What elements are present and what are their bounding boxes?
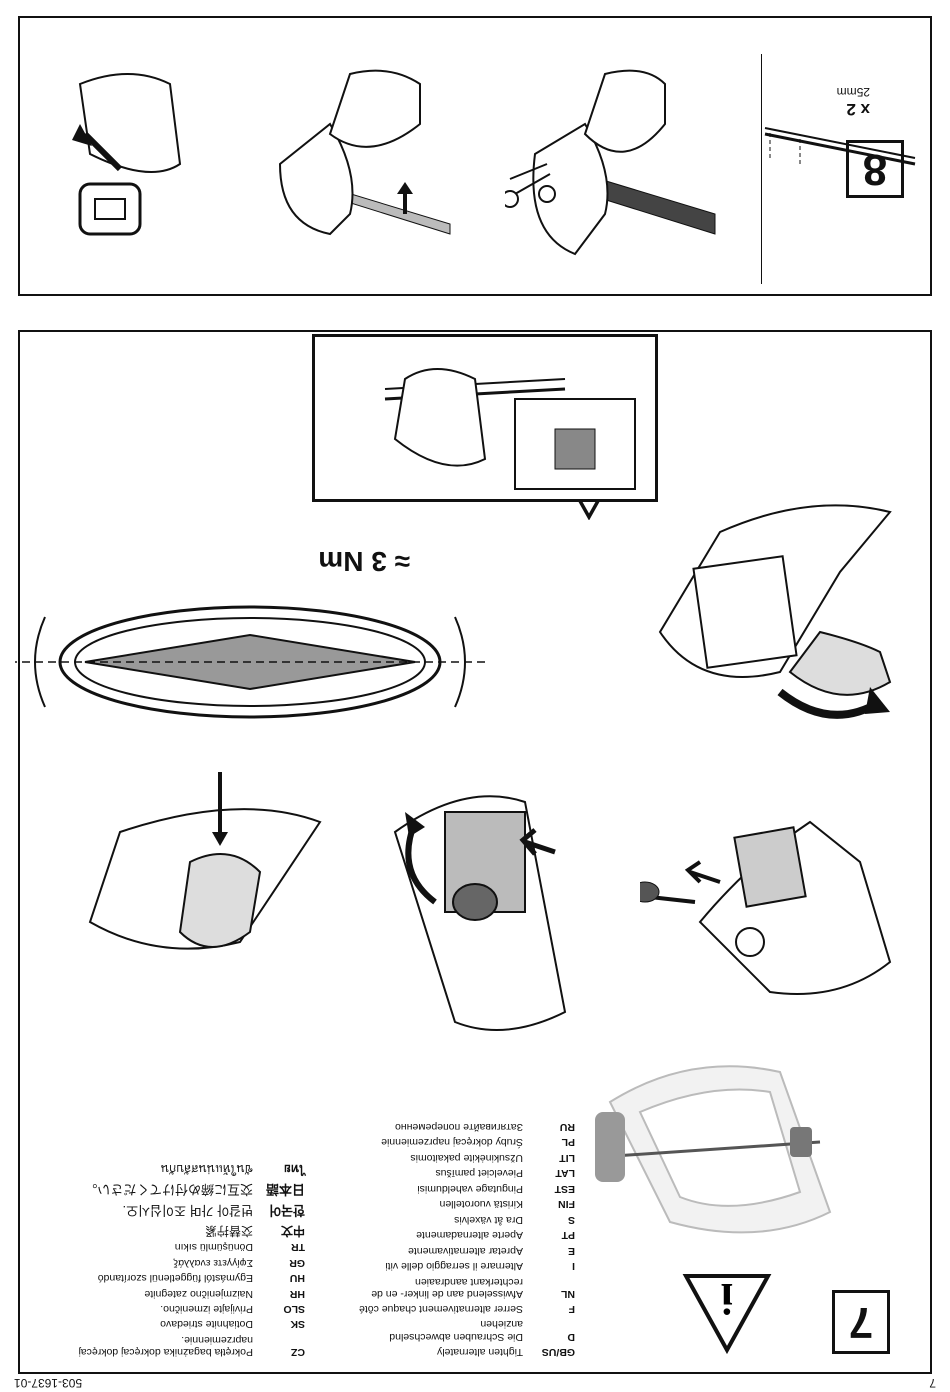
- detail-inset: [312, 334, 658, 502]
- step7-number: 7: [832, 1290, 890, 1354]
- cut-dimension: x 2 25mm: [837, 85, 870, 119]
- page-number: 7: [929, 1376, 936, 1390]
- cut-strip-illustration: [501, 39, 725, 274]
- knob-turn-illustration: [365, 767, 585, 1052]
- svg-text:i: i: [721, 1274, 733, 1323]
- lang-row: 中文交替拧紧: [204, 1224, 305, 1239]
- lid-close-illustration: [610, 477, 900, 732]
- clip-profile-illustration: [30, 49, 210, 264]
- foot-key-illustration: [630, 777, 900, 1022]
- quantity-label: x 2: [846, 100, 870, 119]
- length-label: 25mm: [836, 85, 870, 99]
- divider: [761, 54, 762, 284]
- insert-strip-illustration: [250, 39, 460, 274]
- rubber-strip-illustration: [760, 119, 920, 184]
- lang-row: 日本語交互に締め付けてください。: [84, 1182, 305, 1198]
- warning-icon: i: [682, 1272, 772, 1354]
- torque-gauge-illustration: [15, 582, 485, 737]
- lang-row: ไทยขันให้แน่นสลับกัน: [160, 1162, 305, 1177]
- torque-label: ≈ 3 Nm: [318, 546, 410, 577]
- hand-knob-illustration: [80, 757, 340, 1022]
- doc-number: 503-1637-01: [14, 1376, 83, 1390]
- step8-panel: 8 x 2 25mm: [18, 16, 932, 296]
- car-roof-illustration: [580, 1037, 840, 1252]
